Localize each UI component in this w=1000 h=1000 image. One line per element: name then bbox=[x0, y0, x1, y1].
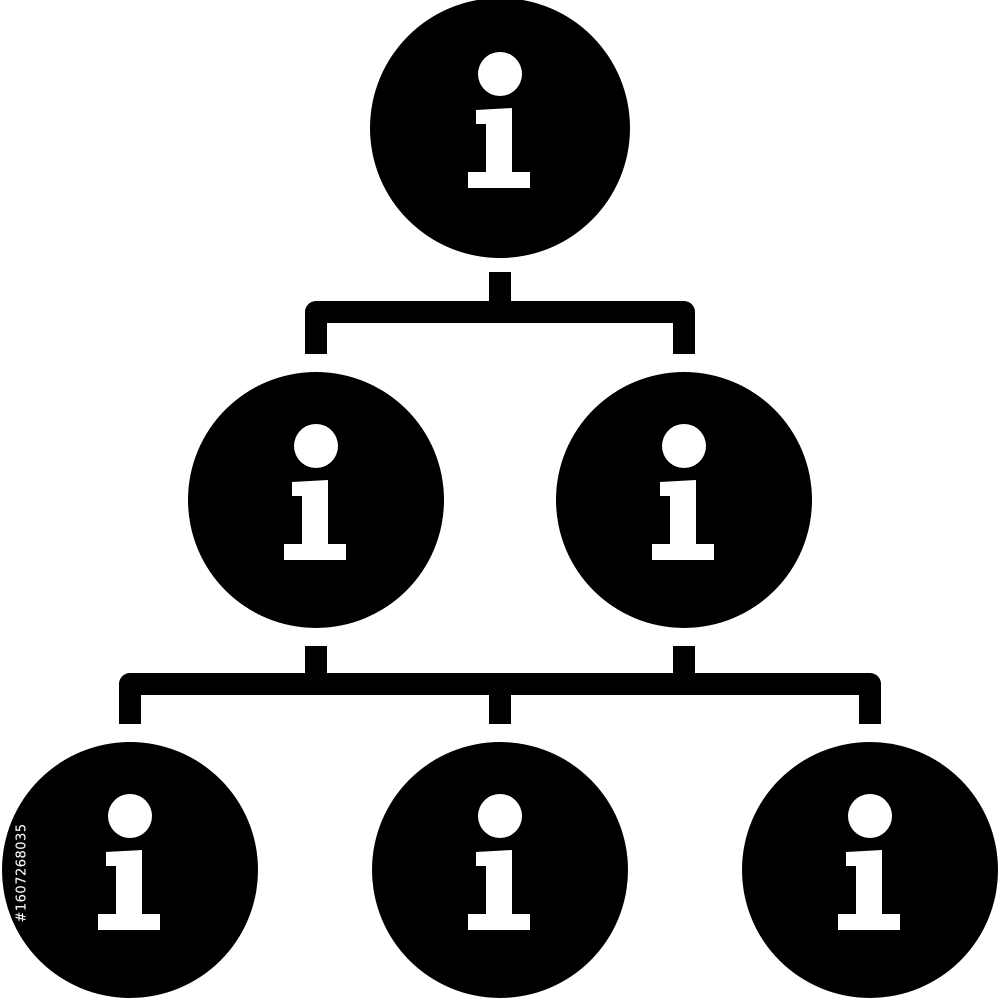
connector-level2-to-level3 bbox=[119, 646, 881, 724]
tree-node-level3-right bbox=[742, 742, 998, 998]
stock-id-watermark: #1607268035 bbox=[14, 823, 30, 923]
tree-node-level3-left bbox=[2, 742, 258, 998]
tree-node-level2-right bbox=[556, 372, 812, 628]
tree-node-level2-left bbox=[188, 372, 444, 628]
connector-level1-to-level2 bbox=[305, 272, 695, 354]
tree-node-root bbox=[370, 0, 630, 258]
tree-node-level3-center bbox=[372, 742, 628, 998]
